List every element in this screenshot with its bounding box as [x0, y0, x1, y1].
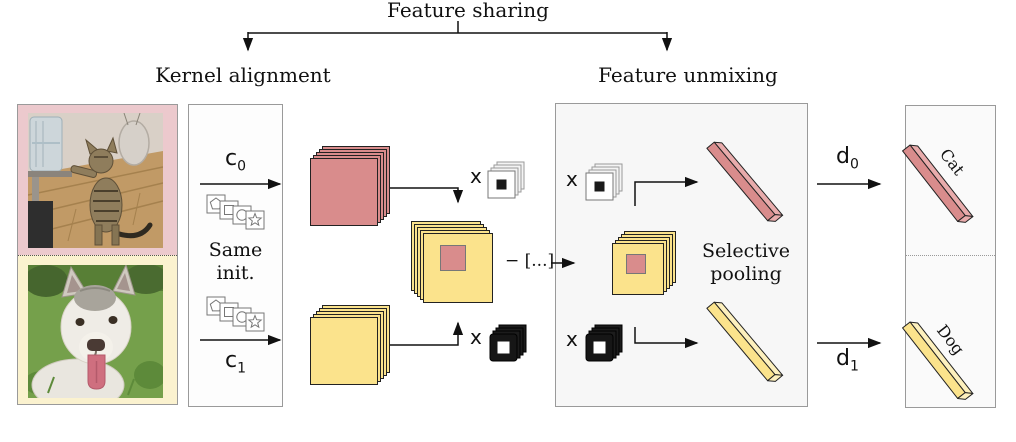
red-chip: [440, 245, 466, 271]
c0-base: c: [224, 146, 238, 171]
c1-sub: 1: [237, 360, 247, 377]
multiply-op: x: [566, 327, 578, 351]
cat-photo: [28, 113, 163, 248]
title-kernel-alignment: Kernel alignment: [155, 63, 331, 87]
c1-base: c: [224, 348, 238, 373]
kernel-alignment-box: c0 Same init.: [188, 104, 283, 407]
dog-output-bar: [902, 321, 974, 400]
output-box: [905, 105, 996, 408]
label-c0: c0: [189, 146, 282, 175]
mixed-feature-stack: [409, 214, 501, 308]
dog-pooled-bar: [706, 301, 784, 382]
cat-feature-stack: [298, 140, 390, 230]
multiply-op: x: [470, 325, 482, 349]
d1-sub: 1: [849, 358, 859, 375]
cat-output-bar: [902, 144, 974, 223]
black-mask-cube-icon: [585, 324, 623, 362]
multiply-op: x: [470, 164, 482, 188]
dog-photo: [28, 265, 163, 398]
input-image-column: [17, 104, 178, 405]
kernel-shapes-icon: [206, 194, 265, 230]
pooling-line: pooling: [710, 263, 782, 285]
arrow-yellow-to-mixed: [378, 321, 464, 346]
subtract-rest-label: − [...]: [505, 251, 555, 271]
d0-base: d: [836, 144, 850, 169]
output-cat-half: [906, 106, 995, 256]
title-feature-sharing: Feature sharing: [387, 0, 549, 22]
dog-feature-stack: [298, 299, 390, 389]
white-mask-cube-icon: [487, 161, 525, 199]
same-init-label: Same init.: [189, 239, 282, 285]
red-chip: [626, 254, 646, 274]
same-init-line1: Same: [208, 239, 263, 261]
label-d0: d0: [836, 144, 859, 173]
d1-base: d: [836, 346, 850, 371]
unmixing-mixed-stack: [600, 226, 680, 302]
white-mask-cube-icon: [585, 163, 623, 201]
selective-pooling-label: Selective pooling: [690, 240, 802, 286]
cat-pooled-bar: [706, 141, 784, 222]
d0-sub: 0: [849, 156, 859, 173]
selective-line: Selective: [702, 240, 790, 262]
dog-input-frame: [18, 255, 177, 404]
label-c1: c1: [189, 348, 282, 377]
same-init-line2: init.: [216, 262, 255, 284]
title-feature-unmixing: Feature unmixing: [598, 63, 778, 87]
label-d1: d1: [836, 346, 859, 375]
arrow-red-to-mixed: [378, 187, 464, 204]
c0-sub: 0: [237, 158, 247, 175]
kernel-shapes-icon: [206, 296, 265, 332]
multiply-op: x: [566, 167, 578, 191]
cat-input-frame: [18, 105, 177, 255]
black-mask-cube-icon: [489, 324, 527, 362]
